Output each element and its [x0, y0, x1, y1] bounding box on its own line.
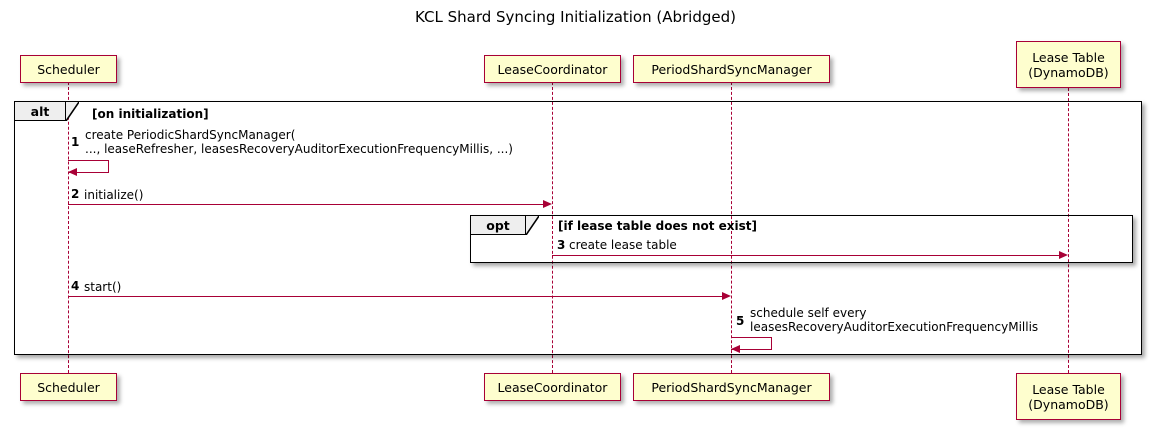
fragment-opt-operator: opt	[471, 216, 526, 235]
page-title: KCL Shard Syncing Initialization (Abridg…	[415, 8, 736, 26]
participant-scheduler-bottom[interactable]: Scheduler	[20, 373, 117, 401]
lifeline-lease-coordinator	[552, 82, 553, 373]
participant-label: Lease Table (DynamoDB)	[1028, 49, 1109, 80]
lifeline-scheduler	[68, 82, 69, 373]
fragment-alt-guard: [on initialization]	[92, 107, 209, 121]
fragment-operator-label: opt	[486, 217, 510, 233]
message-2-text: initialize()	[84, 188, 144, 202]
message-1-self-loop	[68, 160, 109, 173]
participant-label: Lease Table (DynamoDB)	[1028, 381, 1109, 412]
participant-label: PeriodShardSyncManager	[651, 61, 812, 77]
message-4-arrowhead	[722, 292, 731, 300]
message-1-arrowhead	[68, 168, 77, 176]
participant-period-shard-sync-manager-top[interactable]: PeriodShardSyncManager	[633, 55, 830, 83]
message-5-self-loop	[731, 337, 772, 350]
message-5-text: schedule self every leasesRecoveryAudito…	[750, 306, 1039, 334]
fragment-opt: opt	[470, 215, 1133, 263]
message-5-arrowhead	[731, 345, 740, 353]
fragment-opt-tab-corner	[526, 216, 539, 235]
fragment-alt-tab-corner	[66, 102, 79, 121]
participant-scheduler-top[interactable]: Scheduler	[20, 55, 117, 83]
participant-period-shard-sync-manager-bottom[interactable]: PeriodShardSyncManager	[633, 373, 830, 401]
message-4-text: start()	[84, 280, 122, 294]
participant-lease-table-top[interactable]: Lease Table (DynamoDB)	[1016, 41, 1121, 88]
message-2-arrowhead	[543, 200, 552, 208]
message-5-seq: 5	[736, 314, 745, 328]
participant-lease-table-bottom[interactable]: Lease Table (DynamoDB)	[1016, 373, 1121, 420]
message-2-seq: 2	[71, 187, 80, 201]
fragment-alt-operator: alt	[15, 102, 66, 121]
participant-lease-coordinator-bottom[interactable]: LeaseCoordinator	[484, 373, 621, 401]
message-3-text: create lease table	[569, 238, 677, 252]
participant-label: Scheduler	[37, 61, 100, 77]
fragment-opt-guard: [if lease table does not exist]	[558, 219, 758, 233]
participant-label: PeriodShardSyncManager	[651, 379, 812, 395]
message-3-arrowhead	[1059, 251, 1068, 259]
participant-label: LeaseCoordinator	[497, 379, 608, 395]
lifeline-period-shard-sync-manager	[731, 82, 732, 373]
participant-label: LeaseCoordinator	[497, 61, 608, 77]
fragment-alt: alt	[14, 101, 1142, 355]
message-2-line	[68, 204, 543, 205]
message-3-line	[552, 255, 1059, 256]
message-4-line	[68, 296, 722, 297]
lifeline-lease-table	[1068, 88, 1069, 373]
message-3-seq: 3	[557, 238, 566, 252]
message-1-seq: 1	[71, 135, 80, 149]
participant-lease-coordinator-top[interactable]: LeaseCoordinator	[484, 55, 621, 83]
message-4-seq: 4	[71, 279, 80, 293]
fragment-operator-label: alt	[30, 103, 50, 119]
message-1-text: create PeriodicShardSyncManager( ..., le…	[85, 128, 513, 156]
participant-label: Scheduler	[37, 379, 100, 395]
